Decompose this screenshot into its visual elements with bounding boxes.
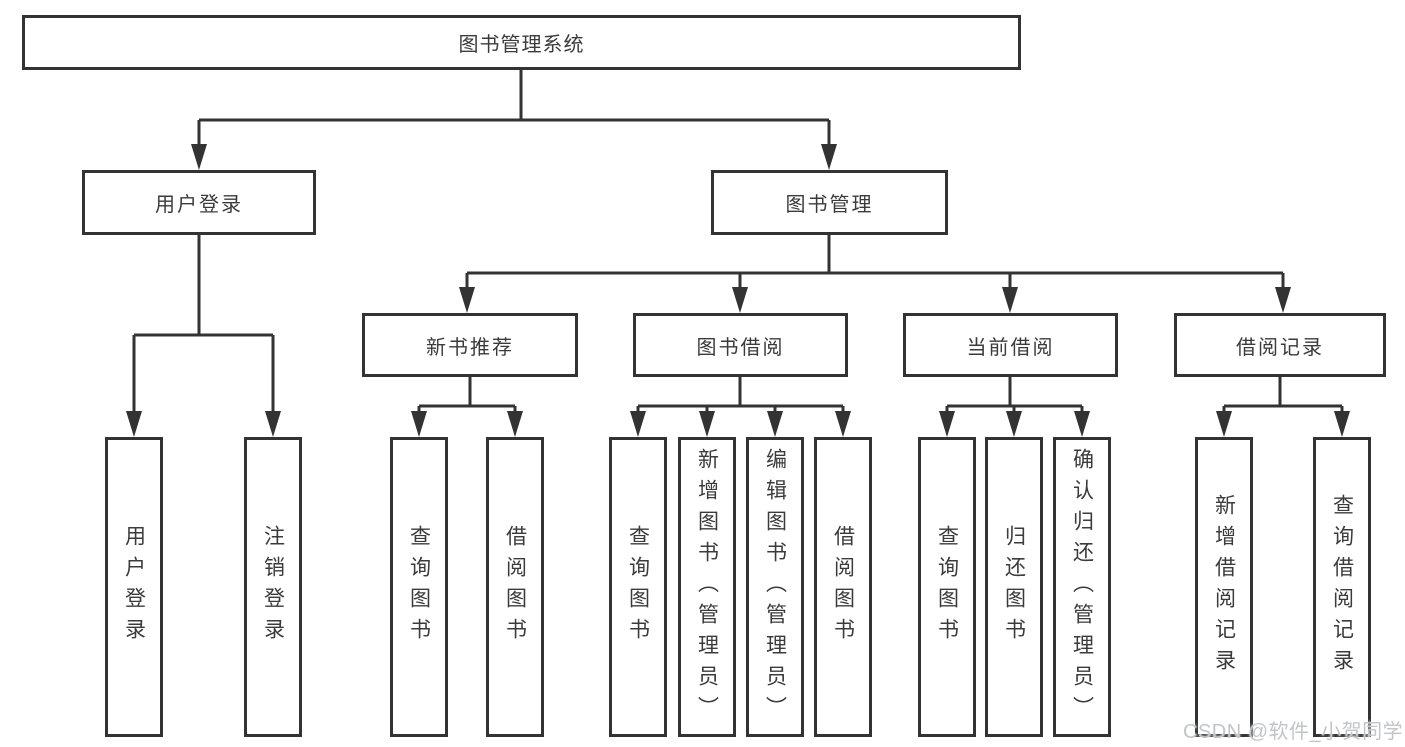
leaf-confirm-return-admin: 确认归还（管理员）: [1053, 437, 1111, 737]
leaf-user-login: 用户登录: [105, 437, 163, 737]
node-user-login-branch: 用户登录: [82, 170, 316, 235]
tree-connector-lines: [132, 69, 1344, 414]
leaf-borrow-books: 借阅图书: [814, 437, 872, 737]
leaf-query-borrow-record: 查询借阅记录: [1313, 437, 1371, 737]
leaf-edit-book-admin: 编辑图书（管理员）: [746, 437, 804, 737]
leaf-query-books-current: 查询图书: [918, 437, 976, 737]
node-book-borrow: 图书借阅: [633, 313, 848, 377]
leaf-add-borrow-record: 新增借阅记录: [1195, 437, 1253, 737]
leaf-add-book-admin: 新增图书（管理员）: [678, 437, 736, 737]
node-library-system-root: 图书管理系统: [22, 15, 1021, 70]
node-book-management-branch: 图书管理: [711, 170, 948, 235]
leaf-return-book: 归还图书: [985, 437, 1043, 737]
leaf-logout: 注销登录: [244, 437, 302, 737]
arrowhead-icons: [126, 144, 1350, 437]
leaf-query-books-borrow: 查询图书: [609, 437, 667, 737]
node-new-book-recommend: 新书推荐: [362, 313, 578, 377]
csdn-watermark: CSDN @软件_小贺同学: [1183, 721, 1404, 743]
node-current-borrow: 当前借阅: [903, 313, 1118, 377]
leaf-borrow-books-recommend: 借阅图书: [486, 437, 544, 737]
leaf-query-books-recommend: 查询图书: [390, 437, 448, 737]
node-borrow-records: 借阅记录: [1174, 313, 1386, 377]
